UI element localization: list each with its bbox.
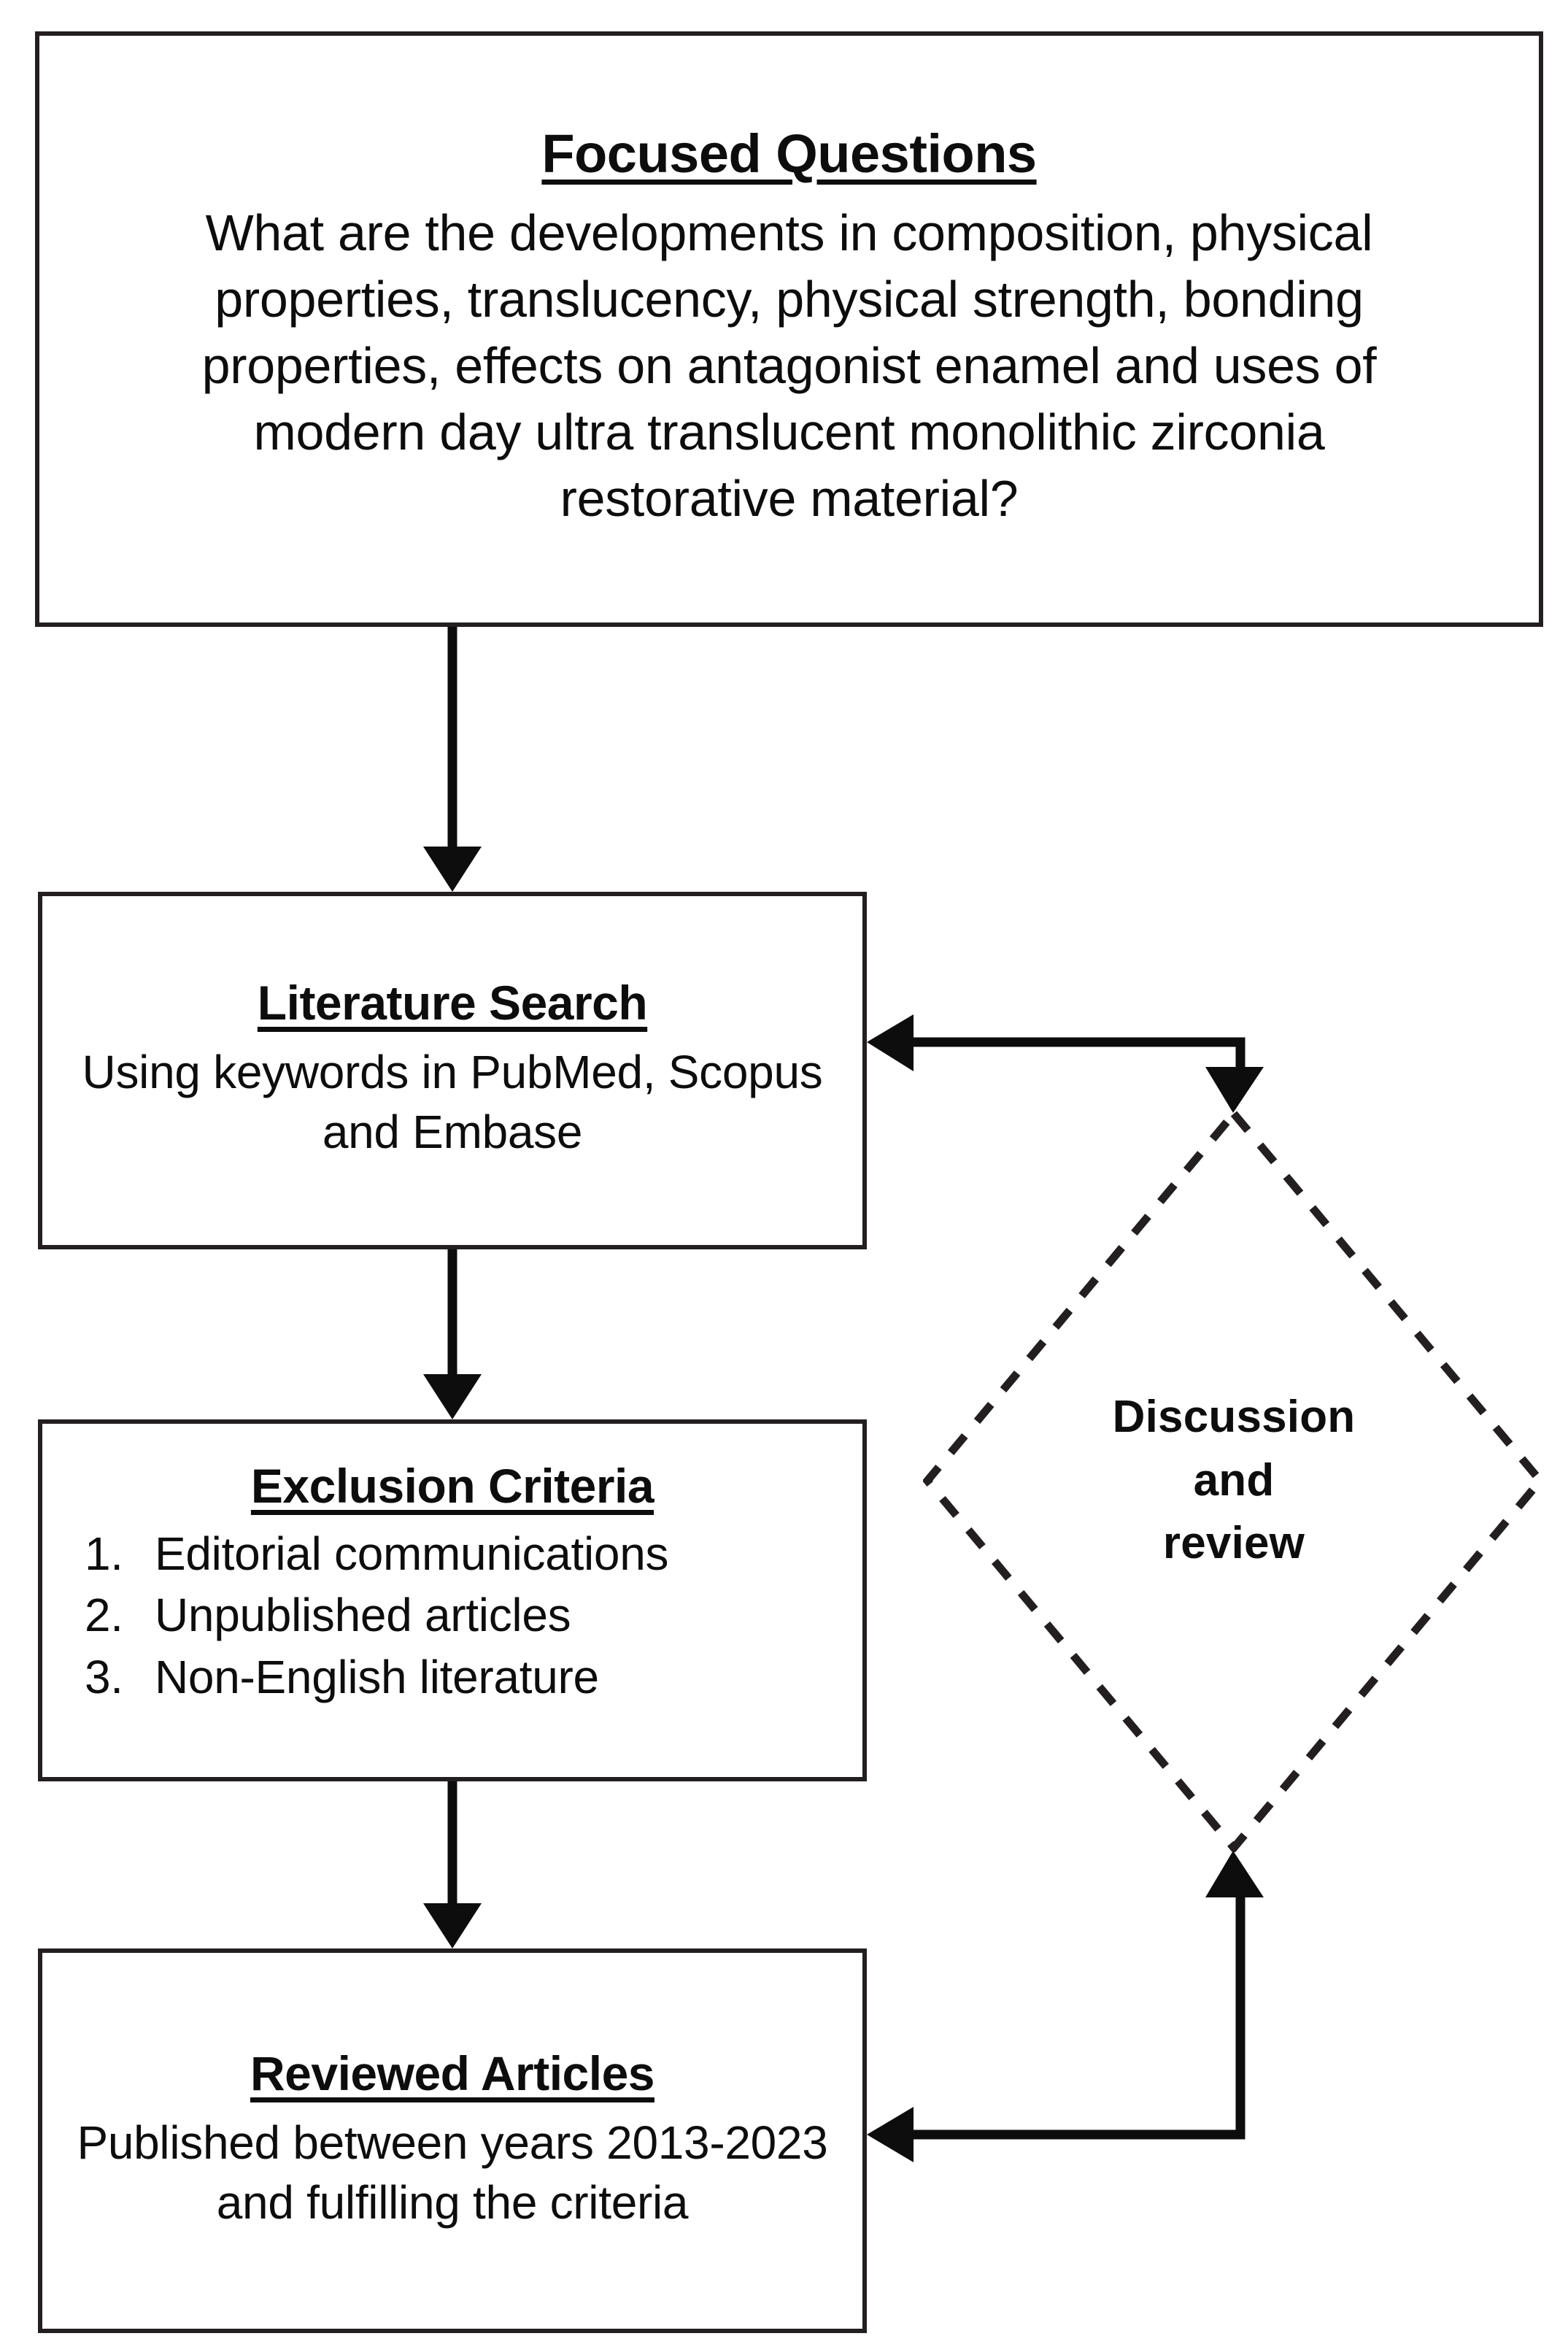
list-item: 3. Non-English literature	[85, 1646, 668, 1708]
exclusion-criteria-list: 1. Editorial communications 2. Unpublish…	[85, 1523, 669, 1708]
node-literature-search: Literature Search Using keywords in PubM…	[38, 892, 867, 1249]
list-item-text: Unpublished articles	[155, 1589, 571, 1642]
discussion-label-line-2: and	[1193, 1454, 1275, 1506]
edge-exclusion-to-reviewed	[423, 1781, 482, 1948]
edge-discussion-to-search	[867, 1014, 1240, 1071]
node-exclusion-criteria: Exclusion Criteria 1. Editorial communic…	[38, 1419, 867, 1781]
reviewed-articles-title: Reviewed Articles	[250, 2046, 654, 2100]
focused-questions-body: What are the developments in composition…	[201, 204, 1377, 527]
node-reviewed-articles: Reviewed Articles Published between year…	[38, 1948, 867, 2333]
reviewed-articles-body: Published between years 2013-2023 and fu…	[77, 2116, 828, 2229]
list-item: 2. Unpublished articles	[85, 1584, 668, 1646]
diamond-outline-dashed	[923, 1109, 1545, 1852]
discussion-and-review-label: Discussion and review	[923, 1109, 1545, 1852]
literature-search-body: Using keywords in PubMed, Scopus and Emb…	[82, 1046, 823, 1158]
literature-search-title: Literature Search	[257, 976, 648, 1030]
node-discussion-and-review: Discussion and review	[923, 1109, 1545, 1852]
exclusion-criteria-title: Exclusion Criteria	[250, 1459, 654, 1513]
edge-discussion-to-reviewed	[867, 2107, 1240, 2162]
list-item: 1. Editorial communications	[85, 1523, 669, 1584]
list-item-number: 3.	[85, 1650, 123, 1703]
list-item-number: 2.	[85, 1589, 123, 1642]
discussion-label-line-1: Discussion	[1112, 1391, 1356, 1442]
edge-questions-to-search	[423, 626, 482, 892]
list-item-text: Non-English literature	[155, 1650, 599, 1703]
list-item-number: 1.	[85, 1527, 123, 1580]
node-focused-questions: Focused Questions What are the developme…	[35, 31, 1543, 627]
focused-questions-title: Focused Questions	[541, 123, 1037, 184]
discussion-label-line-3: review	[1162, 1518, 1305, 1569]
edge-search-to-exclusion	[423, 1249, 482, 1419]
edge-search-to-discussion	[887, 1037, 1264, 1113]
list-item-text: Editorial communications	[155, 1527, 669, 1580]
edge-reviewed-to-discussion	[905, 1851, 1264, 2140]
